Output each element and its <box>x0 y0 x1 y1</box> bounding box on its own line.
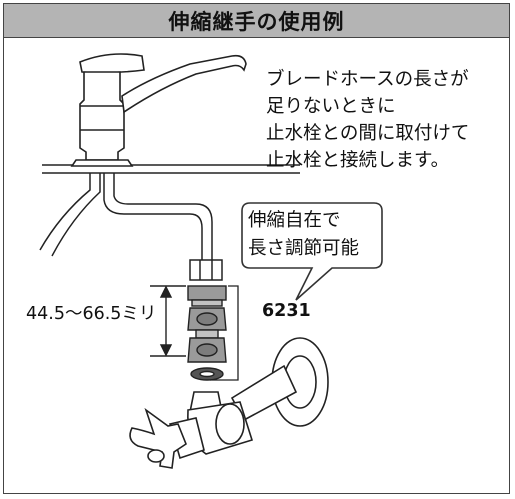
part-number-label: 6231 <box>262 301 311 321</box>
note-line: 足りないときに <box>266 96 396 117</box>
stop-valve <box>129 337 329 469</box>
note-line: 止水栓と接続します。 <box>266 150 450 171</box>
length-dimension <box>150 285 186 357</box>
faucet <box>70 53 247 167</box>
note-line: 止水栓との間に取付けて <box>266 123 470 144</box>
expansion-joint <box>187 285 227 363</box>
part-bracket <box>210 285 239 381</box>
title-bar: 伸縮継手の使用例 <box>4 4 509 38</box>
callout-text: 伸縮自在で 長さ調節可能 <box>248 207 359 263</box>
braided-hose <box>39 173 213 260</box>
instruction-note: ブレードホースの長さが 足りないときに 止水栓との間に取付けて 止水栓と接続しま… <box>266 66 469 174</box>
callout-line: 長さ調節可能 <box>248 238 360 259</box>
diagram-title: 伸縮継手の使用例 <box>168 9 345 34</box>
hose-nut <box>189 259 223 281</box>
gasket <box>190 367 224 381</box>
callout-bubble <box>241 202 383 301</box>
length-range-label: 44.5〜66.5ミリ <box>26 304 157 324</box>
callout-line: 伸縮自在で <box>248 210 341 231</box>
note-line: ブレードホースの長さが <box>266 69 469 90</box>
